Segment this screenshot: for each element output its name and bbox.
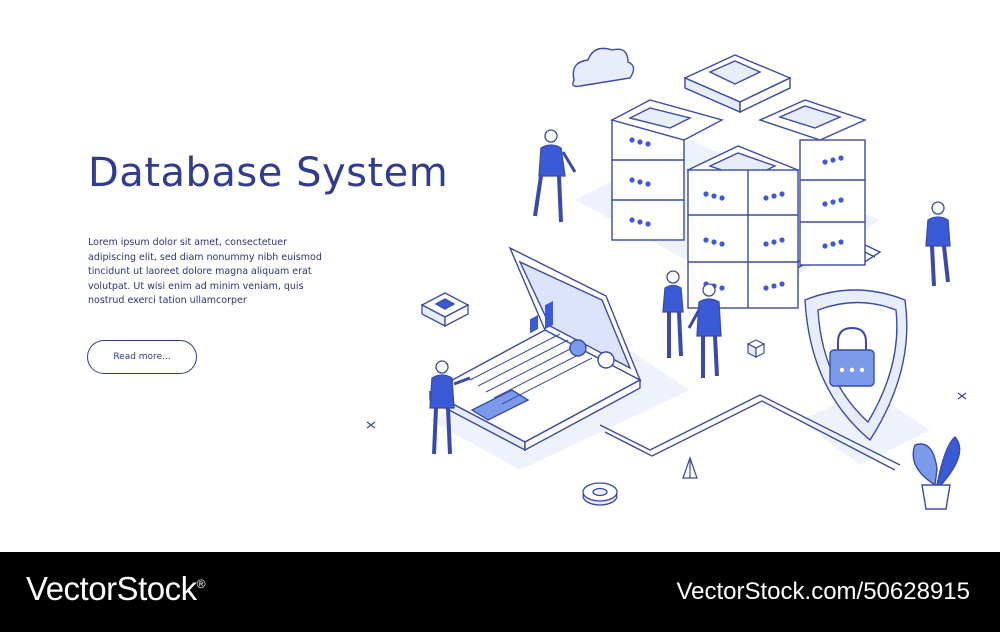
cloud-icon (572, 47, 635, 88)
read-more-button[interactable]: Read more... (87, 340, 197, 374)
cube-icon (746, 339, 766, 358)
server-rack-icon (610, 54, 867, 309)
footer-bar (0, 552, 1000, 632)
page-title: Database System (88, 150, 449, 196)
description-line: volutpat. Ut wisi enim ad minim veniam, … (88, 280, 304, 292)
person-icon (662, 270, 684, 358)
brand-name: VectorStock (26, 570, 197, 607)
hero-section: Database System Lorem ipsum dolor sit am… (87, 47, 967, 510)
description: Lorem ipsum dolor sit amet, consectetuer… (88, 236, 338, 309)
person-icon (687, 283, 722, 378)
ring-icon (582, 482, 618, 506)
image-id: VectorStock.com/50628915 (676, 578, 970, 605)
description-line: Lorem ipsum dolor sit amet, consectetuer (88, 237, 288, 248)
person-icon (429, 360, 471, 455)
sparkle-icons (366, 392, 967, 429)
person-icon (925, 201, 951, 287)
pyramid-icon (682, 456, 698, 479)
person-icon (533, 129, 577, 223)
plant-icon (912, 436, 961, 510)
description-line: nostrud exerci tation ullamcorper (88, 295, 247, 306)
registered-mark: ® (196, 577, 206, 591)
description-line: tincidunt ut laoreet dolore magna aliqua… (88, 266, 312, 277)
description-line: adipiscing elit, sed diam nonummy nibh e… (88, 251, 322, 263)
vectorstock-logo: VectorStock® (26, 570, 205, 608)
chip-icon (420, 292, 470, 328)
shield-lock-icon (804, 289, 908, 442)
database-illustration (366, 47, 967, 510)
